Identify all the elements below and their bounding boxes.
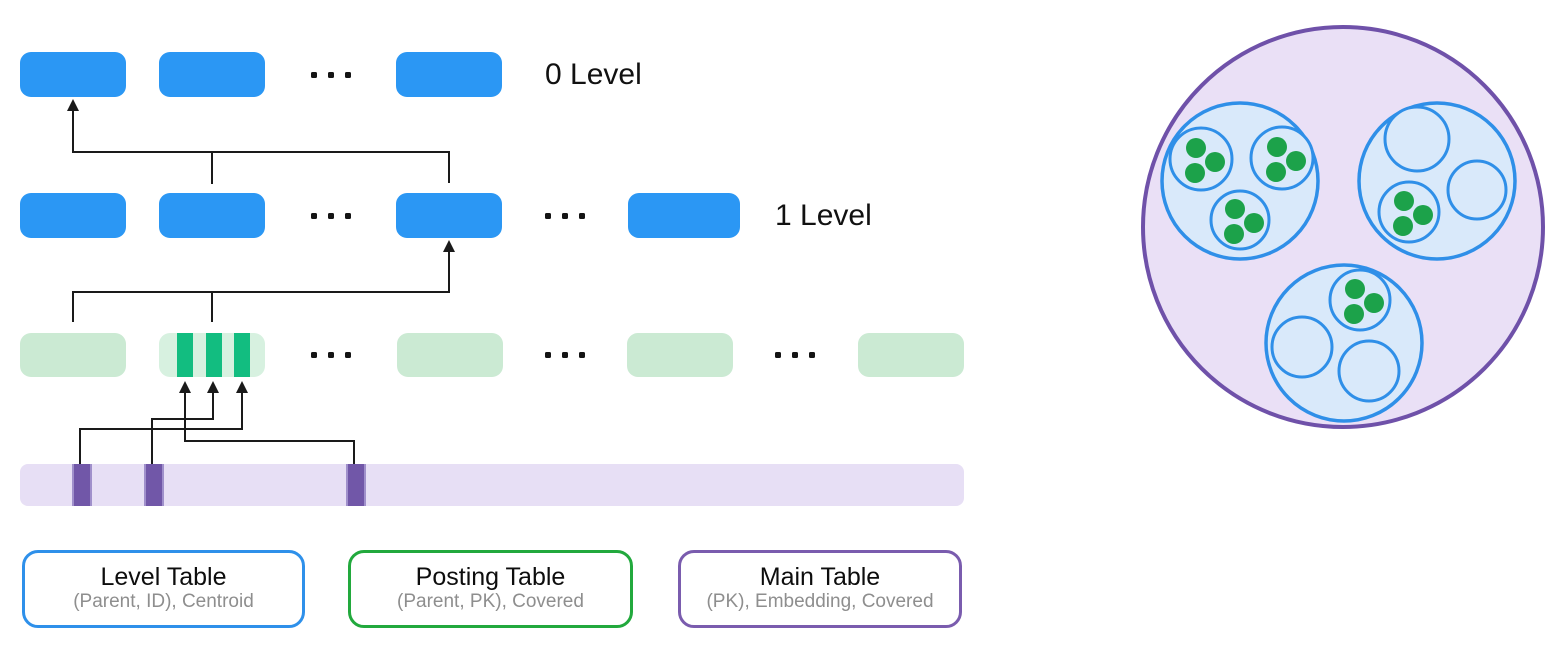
up-arrow-icon bbox=[236, 381, 248, 393]
vector-dot bbox=[1186, 138, 1206, 158]
ellipsis-dot bbox=[345, 212, 351, 219]
elbow-rail bbox=[184, 440, 355, 442]
posting-node-box bbox=[397, 333, 503, 377]
up-arrow-icon bbox=[67, 99, 79, 111]
posting-stripe bbox=[206, 333, 222, 377]
vector-dot bbox=[1364, 293, 1384, 313]
level-node-box bbox=[396, 52, 502, 97]
elbow-riser bbox=[79, 429, 81, 464]
level-node-box bbox=[20, 193, 126, 238]
ellipsis-dot bbox=[311, 71, 317, 78]
ellipsis-dot bbox=[311, 212, 317, 219]
posting-node-box bbox=[627, 333, 733, 377]
ellipsis-dots bbox=[545, 212, 585, 219]
ellipsis-dots bbox=[775, 352, 815, 358]
legend-main-table-title: Main Table bbox=[759, 563, 881, 591]
level-node-box bbox=[20, 52, 126, 97]
level0-cluster-circle bbox=[1337, 339, 1401, 403]
vector-dot bbox=[1413, 205, 1433, 225]
connector-arrow-stem bbox=[448, 250, 450, 293]
ellipsis-dot bbox=[792, 352, 798, 358]
level-node-box bbox=[159, 52, 265, 97]
legend-main-table: Main Table (PK), Embedding, Covered bbox=[678, 550, 962, 628]
connector-rail bbox=[72, 151, 450, 153]
connector-drop bbox=[72, 292, 74, 322]
vector-dot bbox=[1394, 191, 1414, 211]
row-label-level1: 1 Level bbox=[775, 198, 872, 232]
posting-node-box bbox=[858, 333, 964, 377]
level-node-box bbox=[396, 193, 502, 238]
level-node-box bbox=[159, 193, 265, 238]
legend-posting-table: Posting Table (Parent, PK), Covered bbox=[348, 550, 633, 628]
legend-level-table-title: Level Table bbox=[100, 563, 227, 591]
level0-cluster-circle bbox=[1270, 315, 1334, 379]
vector-dot bbox=[1286, 151, 1306, 171]
main-table-stripe bbox=[144, 464, 164, 506]
vector-dot bbox=[1225, 199, 1245, 219]
up-arrow-icon bbox=[179, 381, 191, 393]
vector-dot bbox=[1267, 137, 1287, 157]
vector-dot bbox=[1344, 304, 1364, 324]
connector-drop bbox=[448, 152, 450, 183]
elbow-arrow-stem bbox=[184, 391, 186, 442]
connector-arrow-stem bbox=[72, 109, 74, 153]
level0-cluster-circle bbox=[1383, 105, 1451, 173]
legend-level-table-subtitle: (Parent, ID), Centroid bbox=[73, 591, 254, 612]
row-label-level0: 0 Level bbox=[545, 57, 642, 91]
posting-node-box bbox=[20, 333, 126, 377]
ellipsis-dot bbox=[311, 352, 317, 358]
ellipsis-dot bbox=[579, 352, 585, 358]
ellipsis-dot bbox=[328, 212, 334, 219]
main-table-stripe bbox=[346, 464, 366, 506]
legend-posting-table-title: Posting Table bbox=[415, 563, 566, 591]
ellipsis-dots bbox=[545, 352, 585, 358]
ellipsis-dots bbox=[311, 71, 351, 78]
ellipsis-dots bbox=[311, 212, 351, 219]
legend-main-table-subtitle: (PK), Embedding, Covered bbox=[706, 591, 934, 612]
level0-cluster-circle bbox=[1446, 159, 1508, 221]
elbow-rail bbox=[151, 418, 214, 420]
vector-dot bbox=[1224, 224, 1244, 244]
elbow-riser bbox=[353, 441, 355, 464]
vector-dot bbox=[1185, 163, 1205, 183]
ellipsis-dot bbox=[328, 71, 334, 78]
elbow-arrow-stem bbox=[212, 391, 214, 420]
vector-dot bbox=[1345, 279, 1365, 299]
ellipsis-dot bbox=[809, 352, 815, 358]
posting-striped-box bbox=[159, 333, 265, 377]
ellipsis-dot bbox=[328, 352, 334, 358]
elbow-rail bbox=[79, 428, 243, 430]
ellipsis-dot bbox=[345, 71, 351, 78]
level-node-box bbox=[628, 193, 740, 238]
up-arrow-icon bbox=[207, 381, 219, 393]
legend-level-table: Level Table (Parent, ID), Centroid bbox=[22, 550, 305, 628]
ellipsis-dot bbox=[579, 212, 585, 219]
posting-stripe bbox=[177, 333, 193, 377]
vector-dot bbox=[1393, 216, 1413, 236]
up-arrow-icon bbox=[443, 240, 455, 252]
ellipsis-dot bbox=[345, 352, 351, 358]
elbow-riser bbox=[151, 419, 153, 464]
connector-rail bbox=[72, 291, 450, 293]
ellipsis-dot bbox=[775, 352, 781, 358]
posting-stripe bbox=[234, 333, 250, 377]
ellipsis-dot bbox=[562, 352, 568, 358]
vector-dot bbox=[1266, 162, 1286, 182]
legend-posting-table-subtitle: (Parent, PK), Covered bbox=[397, 591, 584, 612]
ellipsis-dot bbox=[545, 212, 551, 219]
vector-dot bbox=[1205, 152, 1225, 172]
elbow-arrow-stem bbox=[241, 391, 243, 430]
vector-dot bbox=[1244, 213, 1264, 233]
ellipsis-dot bbox=[545, 352, 551, 358]
main-table-stripe bbox=[72, 464, 92, 506]
connector-drop bbox=[211, 292, 213, 322]
ellipsis-dot bbox=[562, 212, 568, 219]
connector-drop bbox=[211, 152, 213, 184]
main-table-bar bbox=[20, 464, 964, 506]
ellipsis-dots bbox=[311, 352, 351, 358]
